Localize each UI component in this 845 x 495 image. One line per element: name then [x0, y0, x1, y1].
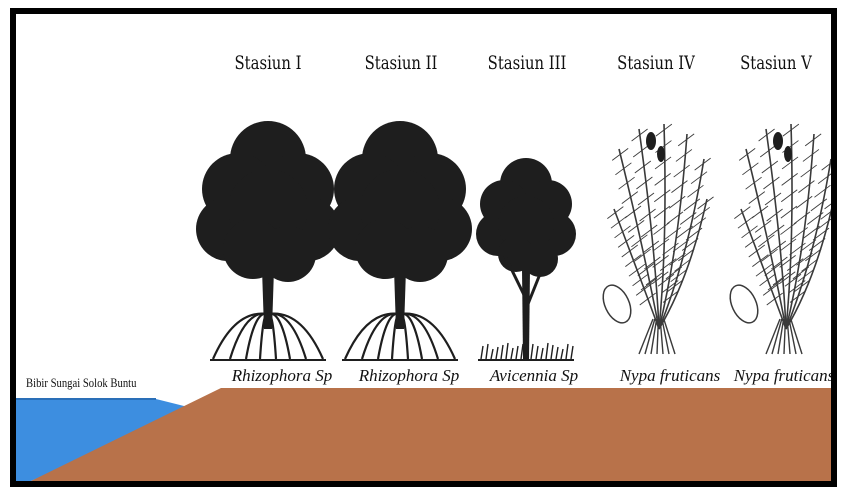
- station-title-5: Stasiun V: [729, 52, 823, 74]
- plant-nypa-4: [598, 124, 714, 354]
- species-label-2: Rhizophora Sp: [339, 366, 479, 386]
- station-title-3: Stasiun III: [480, 52, 574, 74]
- diagram-frame: Stasiun I Stasiun II Stasiun III Stasiun…: [10, 8, 837, 487]
- plant-rhizophora-1: [196, 121, 340, 360]
- station-title-4: Stasiun IV: [609, 52, 703, 74]
- species-label-3: Avicennia Sp: [464, 366, 604, 386]
- species-label-1: Rhizophora Sp: [212, 366, 352, 386]
- plant-avicennia-3: [476, 158, 576, 360]
- river-bank-label: Bibir Sungai Solok Buntu: [26, 375, 190, 391]
- scene-drawing: [16, 14, 831, 481]
- species-label-5: Nypa fruticans: [714, 366, 837, 386]
- station-title-1: Stasiun I: [221, 52, 315, 74]
- station-title-2: Stasiun II: [354, 52, 448, 74]
- plant-nypa-5: [725, 124, 831, 354]
- plant-rhizophora-2: [328, 121, 472, 360]
